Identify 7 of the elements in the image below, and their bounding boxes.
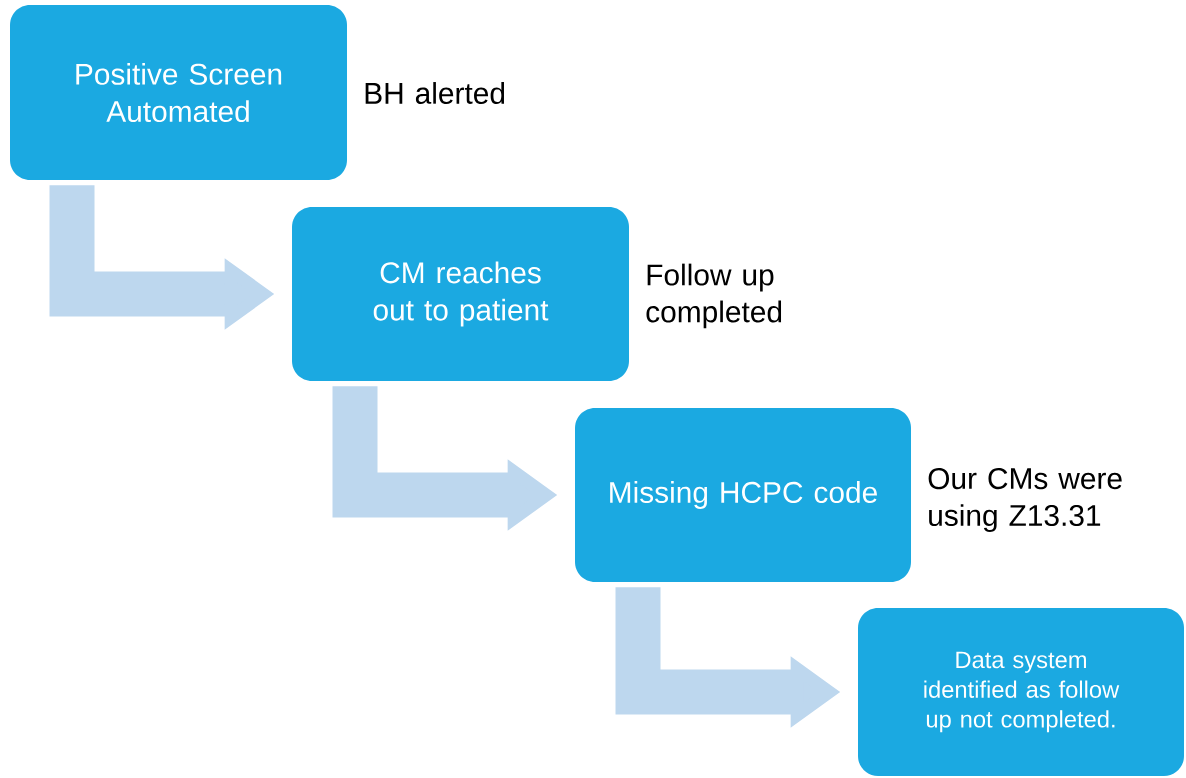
process-box: Missing HCPC code <box>575 408 911 582</box>
beside-note: BH alerted <box>365 82 505 104</box>
process-box: Data system identified as follow up not completed. <box>858 608 1184 776</box>
process-box: Positive Screen Automated <box>10 5 347 180</box>
process-box: CM reaches out to patient <box>292 207 629 381</box>
beside-note: Follow up completed <box>646 263 782 329</box>
beside-note: Our CMs were using Z13.31 <box>928 468 1122 532</box>
